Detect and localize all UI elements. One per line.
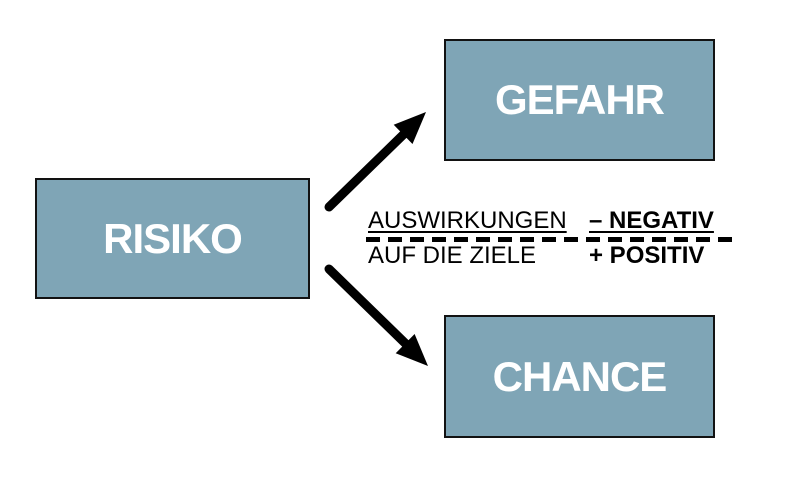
arrow-risiko-to-chance-icon [324, 264, 428, 366]
positiv-label: + POSITIV [589, 242, 705, 269]
gefahr-box-label: GEFAHR [494, 76, 665, 123]
negativ-label: – NEGATIV [589, 207, 714, 234]
gefahr-box: GEFAHR [444, 39, 715, 161]
arrow-risiko-to-gefahr-icon [324, 112, 426, 212]
risiko-box-label: RISIKO [103, 214, 243, 262]
chance-box-label: CHANCE [492, 352, 668, 400]
chance-box: CHANCE [444, 315, 715, 438]
auf-die-ziele-label: AUF DIE ZIELE [368, 242, 537, 269]
auswirkungen-label: AUSWIRKUNGEN [368, 207, 567, 234]
risiko-box: RISIKO [35, 178, 310, 299]
